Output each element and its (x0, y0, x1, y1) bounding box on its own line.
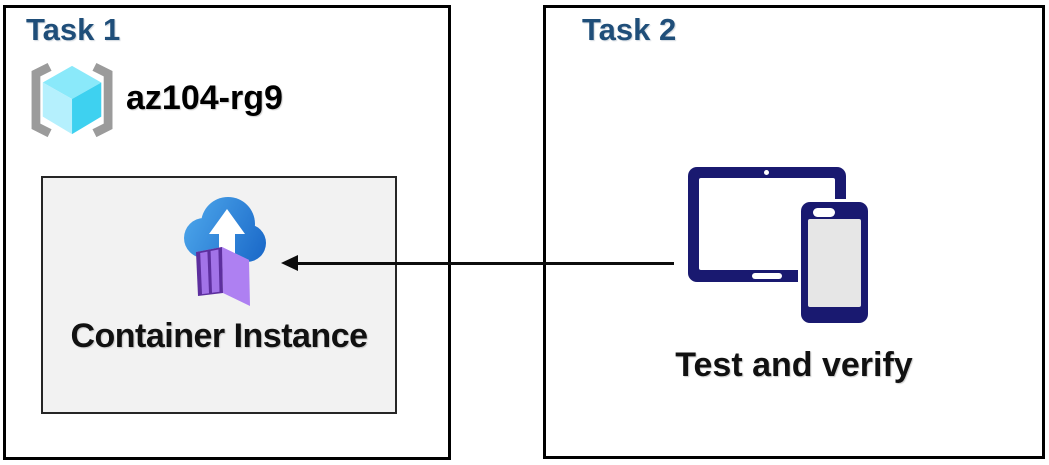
tablet-home-bar (752, 273, 782, 279)
test-and-verify-label: Test and verify (675, 346, 913, 384)
tablet-camera-dot (764, 170, 769, 175)
right-bracket-shape (92, 62, 113, 138)
task2-title: Task 2 (582, 12, 677, 47)
arrow-left-icon (281, 255, 298, 271)
upload-arrow-icon (209, 209, 245, 257)
task1-title: Task 1 (26, 12, 121, 47)
resource-group-icon (31, 62, 113, 138)
task1-panel: Task 1 az104-rg9 (3, 5, 451, 460)
container-box-shape (196, 247, 250, 306)
task2-panel: Task 2 Test and verify (543, 5, 1045, 459)
connector-arrow-line (294, 262, 674, 265)
phone-icon (801, 202, 868, 323)
resource-group-name: az104-rg9 (126, 79, 283, 117)
left-bracket-shape (31, 62, 52, 138)
container-instance-icon (184, 197, 266, 306)
phone-speaker-notch (813, 208, 835, 217)
container-instance-label: Container Instance (70, 317, 368, 355)
cube-left-face (42, 82, 73, 135)
phone-screen (808, 219, 861, 307)
cube-top-face (42, 65, 102, 100)
container-instance-box: Container Instance (41, 176, 397, 414)
cube-right-face (72, 82, 102, 135)
tablet-and-phone-icon (688, 164, 873, 334)
